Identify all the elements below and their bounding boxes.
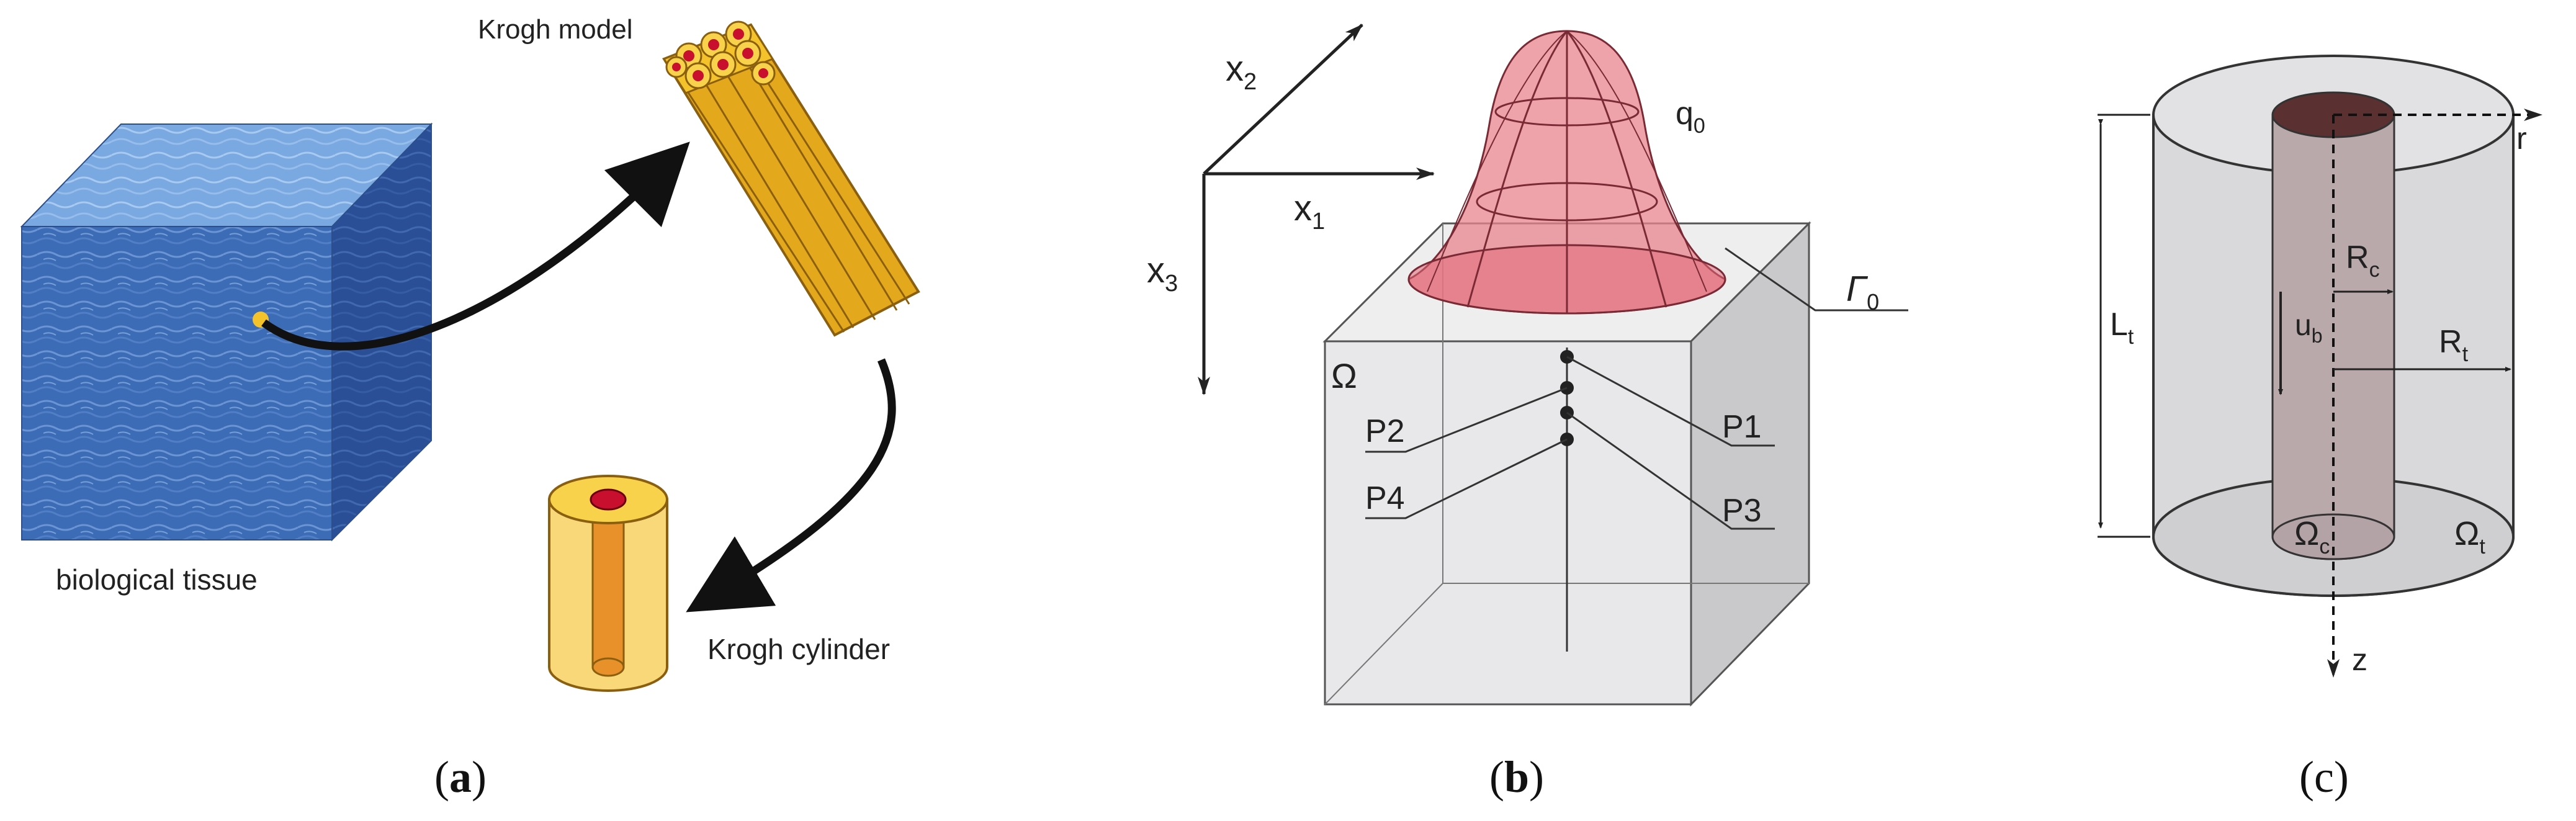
rc-label: Rc (2346, 240, 2380, 282)
krogh-model-bundle (662, 20, 920, 337)
gaussian-source (1407, 30, 1726, 315)
p1-leader (1566, 356, 1775, 447)
r-axis-label: r (2516, 121, 2527, 156)
ub-label: ub (2295, 309, 2323, 347)
axis-x1-label: x1 (1294, 188, 1325, 235)
axis-x3-label: x3 (1147, 250, 1178, 297)
arrow-model-to-cylinder (686, 358, 896, 612)
panel-b: x2 x1 x3 q0 Γ0 Ω (1147, 24, 1908, 802)
p4-label: P4 (1365, 480, 1405, 516)
axis-x2 (1203, 24, 1363, 175)
biological-tissue-cube (20, 122, 433, 542)
omega-t-label: Ωt (2454, 515, 2485, 559)
q0-label: q0 (1676, 96, 1705, 138)
p2-label: P2 (1365, 413, 1405, 449)
krogh-model-capillaries (665, 20, 776, 89)
z-axis-label: z (2352, 642, 2367, 677)
panel-c: r z Rc Rt ub Lt Ωc Ωt (c) (2098, 55, 2542, 802)
arrow-tissue-to-model (261, 141, 690, 351)
p2-leader (1365, 387, 1568, 453)
gamma0-label: Γ0 (1846, 269, 1879, 315)
caption-a: (a) (434, 752, 487, 802)
p3-label: P3 (1722, 493, 1762, 529)
krogh-cylinder-label: Krogh cylinder (707, 633, 890, 665)
omega-c-label: Ωc (2294, 515, 2330, 559)
axis-x2-label: x2 (1226, 48, 1257, 95)
lt-label: Lt (2110, 307, 2134, 349)
caption-b: (b) (1489, 752, 1544, 802)
omega-label: Ω (1331, 356, 1357, 395)
tissue-label: biological tissue (56, 563, 258, 596)
rt-label: Rt (2439, 324, 2469, 366)
caption-c: (c) (2299, 752, 2349, 802)
krogh-cylinder (548, 475, 668, 692)
panel-a: biological tissue (20, 14, 920, 802)
p4-leader (1365, 438, 1568, 519)
p1-label: P1 (1722, 409, 1762, 445)
krogh-model-label: Krogh model (478, 14, 632, 45)
capillary-cylinder (2271, 91, 2395, 560)
p3-leader (1566, 411, 1775, 530)
gamma-leader (1725, 247, 1908, 312)
